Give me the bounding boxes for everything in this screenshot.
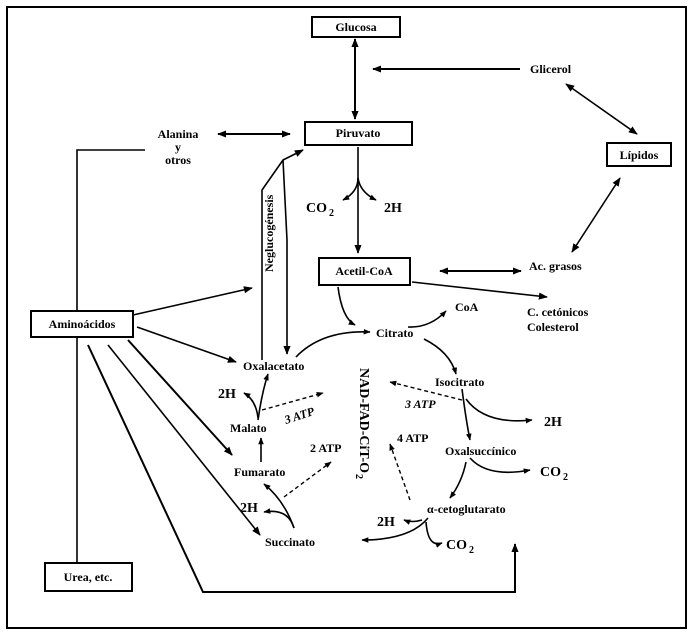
lipidos-label: Lípidos	[620, 148, 659, 162]
2h-cetoglutarato-label: 2H	[377, 515, 395, 530]
2atp-arrow	[283, 461, 332, 498]
3atp-right-arrow	[389, 380, 463, 401]
2h-isocitrato-label: 2H	[544, 415, 562, 430]
glicerol-label: Glicerol	[530, 62, 572, 76]
3atp-left-label: 3 ATP	[282, 404, 317, 427]
acetilcoa-label: Acetil-CoA	[335, 264, 393, 278]
succinato-fumarato-arrow	[263, 483, 295, 529]
cetoglutarato-co2-arrow	[425, 521, 443, 548]
piruvato-oxalacetato-arrow	[282, 159, 291, 355]
acetilcoa-box	[318, 257, 411, 286]
oxalsuccinico-label: Oxalsuccínico	[445, 444, 516, 458]
succinato-label: Succinato	[265, 535, 315, 549]
3atp-left-arrow	[261, 391, 324, 411]
urea-label: Urea, etc.	[64, 570, 113, 584]
2h-release-arrow	[357, 177, 377, 201]
aminoacidos-succinato-arrow	[107, 344, 261, 536]
cetoglutarato-succinato-arrow	[361, 517, 429, 543]
acgrasos-label: Ac. grasos	[529, 259, 582, 273]
cetonicos-label: C. cetónicos	[527, 305, 589, 319]
glicerol-lipidos-arrow	[565, 83, 638, 135]
citrato-coa-arrow	[407, 310, 447, 328]
malato-label: Malato	[230, 421, 267, 435]
coa-label: CoA	[455, 300, 479, 314]
2h-malato-label: 2H	[218, 387, 236, 402]
urea-box	[44, 562, 133, 592]
2h-piruvato-label: 2H	[384, 201, 402, 216]
aminoacidos-fumarato-arrow	[127, 339, 233, 456]
aminoacidos-label: Aminoácidos	[49, 317, 116, 331]
cetoglutarato-2h-arrow	[403, 519, 423, 525]
piruvato-box	[304, 121, 413, 146]
acetilcoa-cetonicos-arrow	[411, 281, 548, 300]
glucosa-box	[311, 16, 401, 38]
4atp-arrow	[389, 443, 411, 501]
2h-fumarato-label: 2H	[240, 501, 258, 516]
oxalsuccinico-cetoglutarato-arrow	[449, 461, 467, 499]
succinato-2h-arrow	[263, 508, 295, 529]
colesterol-label: Colesterol	[527, 320, 579, 334]
neglucogenesis-label: Neglucogénesis	[262, 194, 276, 272]
citrato-isocitrato-arrow	[423, 338, 458, 375]
isocitrato-label: Isocitrato	[435, 375, 484, 389]
co2-release-arrow	[342, 177, 359, 201]
lipidos-acgrasos-arrow	[571, 177, 621, 253]
aminoacidos-oxalacetato-arrow	[136, 326, 237, 363]
aminoacidos-alanina-line	[76, 149, 145, 311]
malato-oxalacetato-arrow	[257, 373, 269, 421]
outer-frame	[6, 6, 687, 629]
3atp-right-label: 3 ATP	[404, 397, 436, 411]
glucosa-label: Glucosa	[335, 20, 376, 34]
cetoglutarato-label: α-cetoglutarato	[427, 502, 506, 516]
nad-fad-chain-label: NAD-FAD-CiT-O2	[353, 368, 371, 479]
4atp-label: 4 ATP	[397, 431, 428, 445]
oxalacetato-label: Oxalacetato	[243, 359, 304, 373]
aminoacidos-box	[30, 310, 134, 338]
2atp-label: 2 ATP	[310, 441, 341, 455]
acetilcoa-citrato-arrow	[337, 286, 356, 326]
piruvato-label: Piruvato	[336, 126, 381, 140]
neglucogenesis-arrow	[261, 149, 304, 360]
malato-2h-arrow	[243, 392, 259, 419]
isocitrato-2h-arrow	[465, 398, 533, 424]
alanina-y-label: y	[175, 140, 181, 154]
lipidos-box	[606, 142, 672, 167]
oxalacetato-citrato-arrow	[295, 328, 371, 358]
citrato-label: Citrato	[376, 326, 413, 340]
fumarato-label: Fumarato	[234, 465, 285, 479]
isocitrato-oxalsuccinico-arrow	[461, 388, 472, 441]
oxalsuccinico-co2-arrow	[469, 457, 531, 474]
aminoacidos-acetilcoa-arrow	[132, 286, 253, 316]
aminoacidos-cetoglutarato-arrow	[87, 344, 519, 593]
otros-label: otros	[165, 153, 191, 167]
alanina-label: Alanina	[158, 127, 199, 141]
